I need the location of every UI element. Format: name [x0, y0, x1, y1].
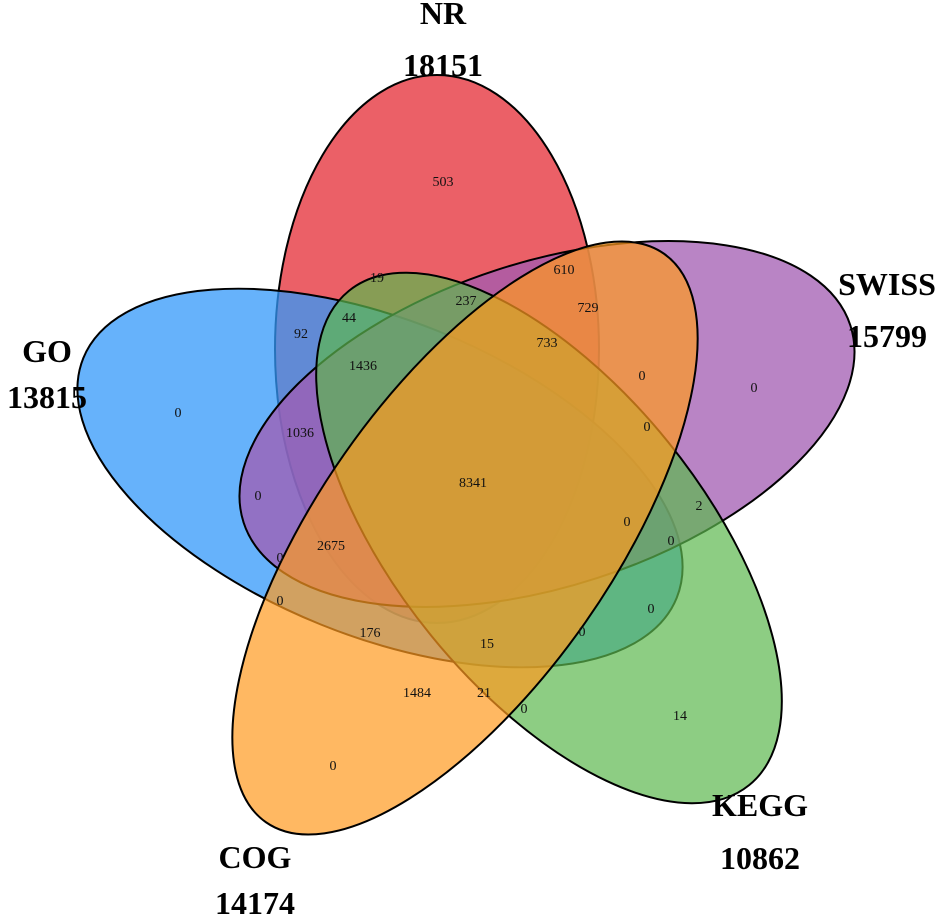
count-19: 19 [370, 271, 384, 286]
count-go-only: 0 [175, 406, 182, 421]
count-21: 21 [477, 686, 491, 701]
label-swiss-name: SWISS [838, 266, 936, 302]
count-zero-center-right: 0 [624, 515, 631, 530]
label-nr-total: 18151 [403, 47, 483, 83]
count-all-five: 8341 [459, 476, 487, 491]
set-labels: NR 18151 SWISS 15799 GO 13815 KEGG 10862… [7, 0, 936, 921]
count-zero-kegg-cog: 0 [521, 702, 528, 717]
count-237: 237 [456, 294, 477, 309]
count-1484: 1484 [403, 686, 431, 701]
count-zero-kegg-lower: 0 [648, 602, 655, 617]
label-go-total: 13815 [7, 379, 87, 415]
count-zero-swiss-right-b: 0 [644, 420, 651, 435]
region-counts: 503 0 14 0 0 8341 19 610 237 729 92 44 7… [175, 175, 758, 774]
count-15: 15 [480, 637, 494, 652]
count-2: 2 [696, 499, 703, 514]
count-733: 733 [537, 336, 558, 351]
count-1036: 1036 [286, 426, 314, 441]
set-ellipses [76, 74, 856, 836]
label-cog-total: 14174 [215, 885, 295, 921]
count-zero-bottom-mid: 0 [579, 625, 586, 640]
label-nr-name: NR [420, 0, 467, 31]
count-2675: 2675 [317, 539, 345, 554]
count-nr-only: 503 [433, 175, 454, 190]
count-zero-go-cog-b: 0 [277, 594, 284, 609]
label-go-name: GO [22, 333, 72, 369]
label-swiss-total: 15799 [847, 318, 927, 354]
count-zero-swiss-right-a: 0 [639, 369, 646, 384]
count-zero-go-left: 0 [255, 489, 262, 504]
count-92: 92 [294, 327, 308, 342]
label-kegg-name: KEGG [712, 787, 808, 823]
count-cog-only: 0 [330, 759, 337, 774]
count-zero-go-cog-a: 0 [277, 551, 284, 566]
count-1436: 1436 [349, 359, 377, 374]
count-swiss-only: 0 [751, 381, 758, 396]
count-729: 729 [578, 301, 599, 316]
count-kegg-only: 14 [673, 709, 687, 724]
label-kegg-total: 10862 [720, 840, 800, 876]
count-176: 176 [360, 626, 381, 641]
ellipse-cog [231, 240, 699, 836]
count-zero-kegg-right: 0 [668, 534, 675, 549]
count-44: 44 [342, 311, 356, 326]
count-610: 610 [554, 263, 575, 278]
label-cog-name: COG [219, 839, 292, 875]
